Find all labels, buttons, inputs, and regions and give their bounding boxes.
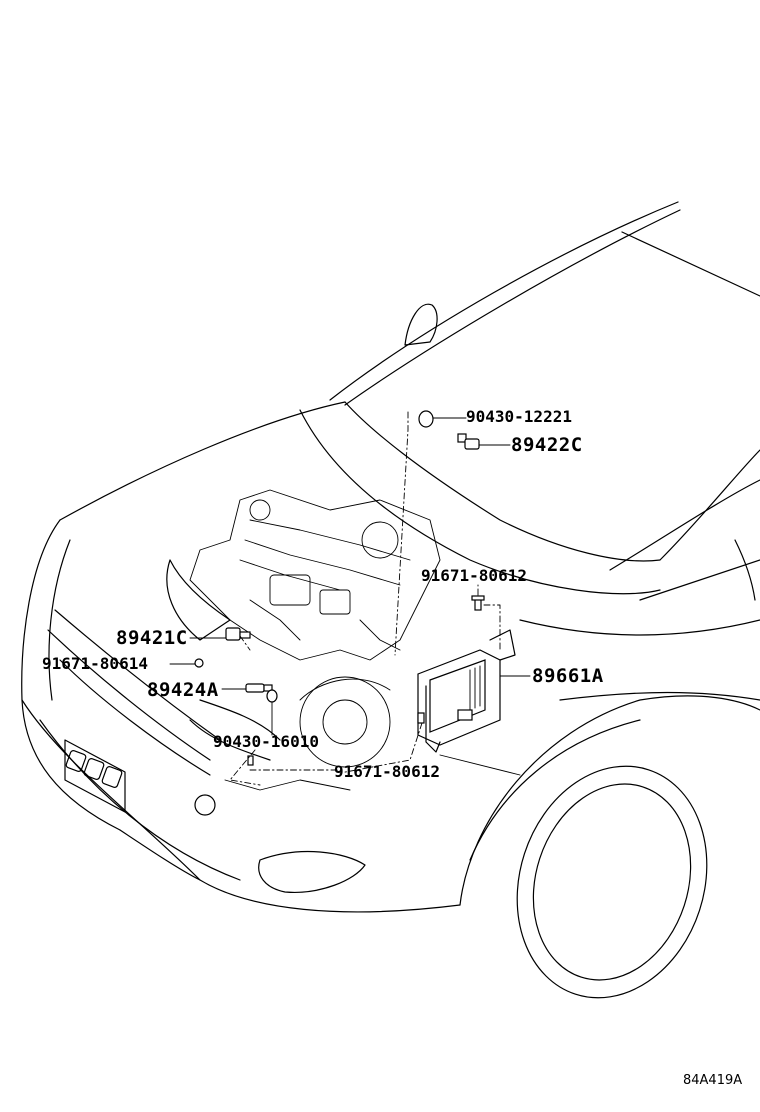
figure-code: 84A419A (683, 1073, 743, 1088)
car-body (21, 201, 760, 999)
bolts-91671-80612-lower (247, 712, 425, 766)
sensor-89421c (225, 627, 251, 641)
ecu-89661a (417, 629, 516, 753)
callout-89661a: 89661A (532, 665, 604, 687)
bolt-91671-80612-upper (471, 595, 485, 611)
sensor-89422c (457, 433, 480, 450)
gasket-90430-16010 (266, 689, 278, 703)
callout-91671-80612-upper: 91671-80612 (421, 566, 527, 585)
callout-90430-16010: 90430-16010 (213, 732, 319, 751)
callout-91671-80614: 91671-80614 (42, 654, 148, 673)
callout-89424a: 89424A (147, 679, 219, 701)
callout-90430-12221: 90430-12221 (466, 407, 572, 426)
callout-91671-80612-lower: 91671-80612 (334, 762, 440, 781)
sensor-89424a (245, 683, 273, 693)
leader-lines (169, 411, 531, 786)
callout-89421c: 89421C (116, 627, 188, 649)
bolt-91671-80614 (194, 658, 204, 668)
engine-assembly (189, 489, 441, 791)
callout-89422c: 89422C (511, 434, 583, 456)
gasket-90430-12221 (418, 410, 434, 428)
parts (194, 410, 516, 766)
